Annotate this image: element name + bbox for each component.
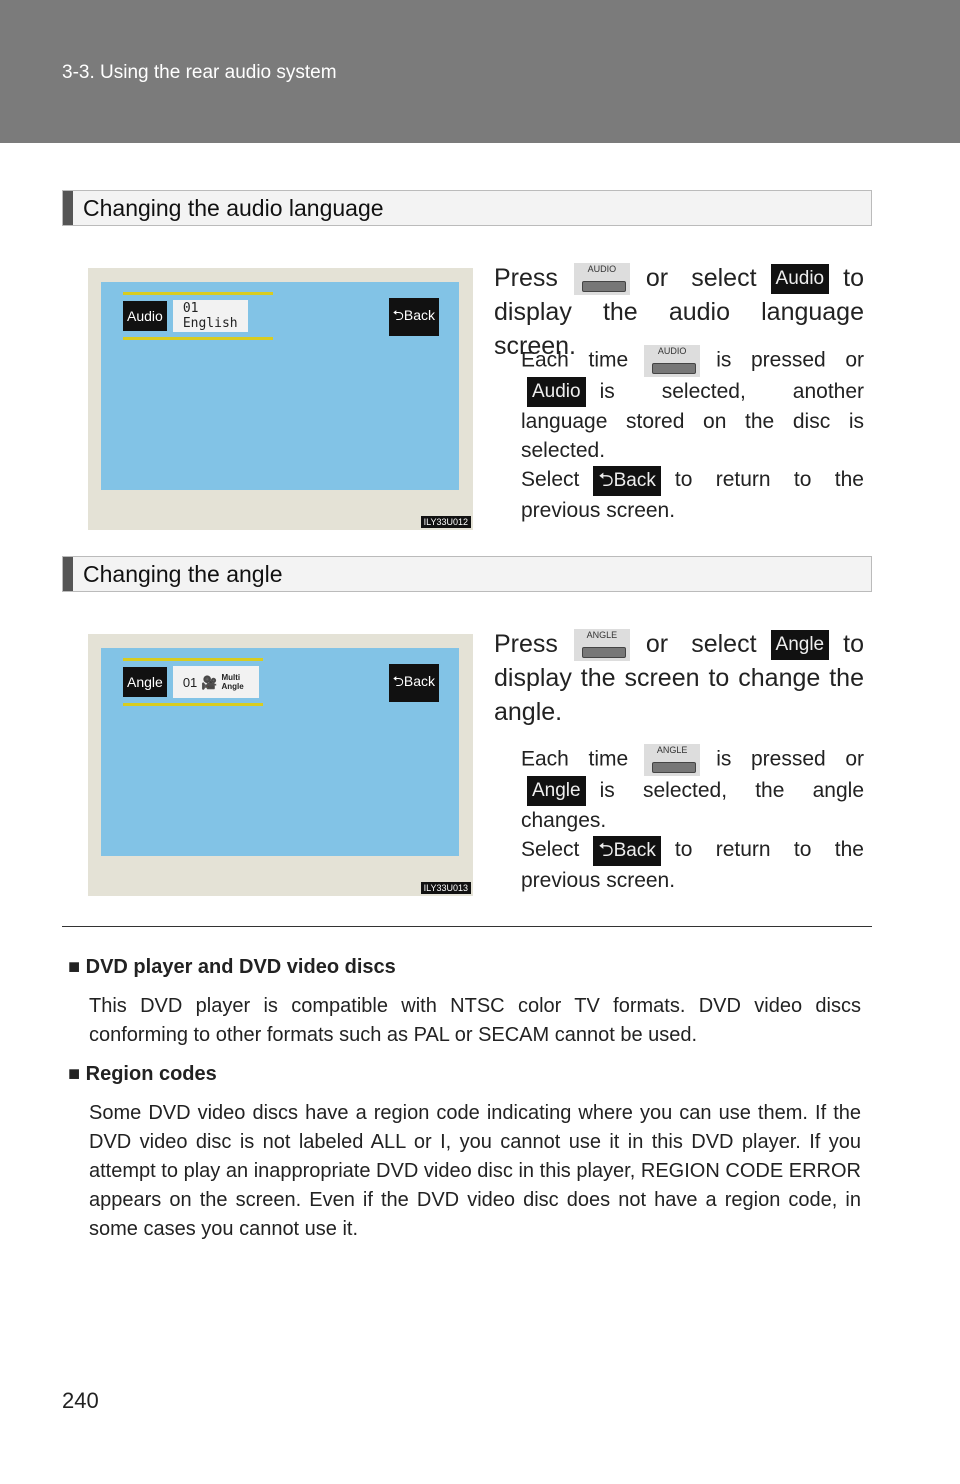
- text: to return to the previous screen.: [521, 838, 864, 892]
- text: to: [843, 630, 864, 658]
- audio-screen-button-icon: Audio: [770, 264, 830, 295]
- section-heading-audio: Changing the audio language: [62, 190, 872, 226]
- text: DVD player and DVD video discs: [85, 956, 396, 978]
- text: or select: [645, 264, 757, 292]
- note-body-dvd: This DVD player is compatible with NTSC …: [89, 995, 861, 1046]
- angle-selector: Angle 01🎥Multi Angle: [123, 658, 263, 706]
- text: is pressed or: [716, 348, 865, 372]
- text: Back: [613, 839, 656, 861]
- text: Select: [521, 468, 580, 492]
- angle-label: Angle: [123, 667, 167, 697]
- multi-angle-text: Multi Angle: [221, 673, 244, 691]
- note-heading-dvd: ■ DVD player and DVD video discs: [68, 956, 396, 978]
- back-button-icon: ⮌Back: [593, 465, 661, 496]
- camera-icon: 🎥: [201, 674, 218, 690]
- angle-hardware-button-icon: ANGLE: [573, 629, 630, 662]
- text: is selected, the angle changes.: [521, 779, 864, 833]
- text: Region codes: [85, 1063, 217, 1085]
- text: Select: [521, 838, 580, 862]
- text: Each time: [521, 348, 629, 372]
- text: Press: [494, 264, 558, 292]
- text: AUDIO: [657, 346, 687, 356]
- divider: [62, 926, 872, 927]
- heading-text: Changing the angle: [83, 561, 283, 587]
- page-header: 3-3. Using the rear audio system: [0, 0, 960, 143]
- audio-label: Audio: [123, 301, 167, 331]
- track-number: 01: [182, 301, 199, 316]
- back-button: ⮌Back: [388, 298, 439, 336]
- audio-hardware-button-icon: AUDIO: [573, 263, 630, 296]
- language: English: [182, 316, 238, 331]
- note-body-region: Some DVD video discs have a region code …: [89, 1102, 861, 1240]
- text: ANGLE: [656, 745, 688, 755]
- audio-hardware-button-icon: AUDIO: [644, 345, 701, 377]
- figure-code: ILY33U013: [420, 882, 471, 894]
- header-title: 3-3. Using the rear audio system: [62, 62, 337, 83]
- angle-screen-button-icon: Angle: [527, 776, 586, 807]
- text: is pressed or: [716, 747, 865, 771]
- text: Each time: [521, 747, 629, 771]
- screen: Angle 01🎥Multi Angle ⮌Back: [101, 648, 459, 856]
- text: display the screen to change the angle.: [494, 664, 864, 727]
- text: Back: [613, 469, 656, 491]
- text: or select: [645, 630, 757, 658]
- page-number: 240: [62, 1388, 99, 1413]
- heading-text: Changing the audio language: [83, 195, 384, 221]
- section-heading-angle: Changing the angle: [62, 556, 872, 592]
- figure-code: ILY33U012: [420, 516, 471, 528]
- back-label: Back: [403, 673, 435, 689]
- angle-screen-illustration: Angle 01🎥Multi Angle ⮌Back ILY33U013: [88, 634, 473, 896]
- text: to return to the previous screen.: [521, 468, 864, 522]
- angle-value: 01🎥Multi Angle: [172, 666, 260, 698]
- angle-number: 01: [182, 674, 198, 690]
- text: to: [843, 264, 864, 292]
- back-label: Back: [403, 307, 435, 323]
- note-heading-region: ■ Region codes: [68, 1063, 217, 1085]
- back-button-icon: ⮌Back: [593, 835, 661, 866]
- angle-screen-button-icon: Angle: [770, 630, 830, 661]
- text: is selected, another language stored on …: [521, 380, 864, 463]
- back-button: ⮌Back: [388, 664, 439, 702]
- text: display the audio language screen.: [494, 298, 864, 361]
- text: Press: [494, 630, 558, 658]
- text: ANGLE: [586, 630, 618, 641]
- angle-hardware-button-icon: ANGLE: [644, 744, 701, 776]
- audio-screen-button-icon: Audio: [527, 377, 586, 408]
- text: AUDIO: [587, 264, 617, 275]
